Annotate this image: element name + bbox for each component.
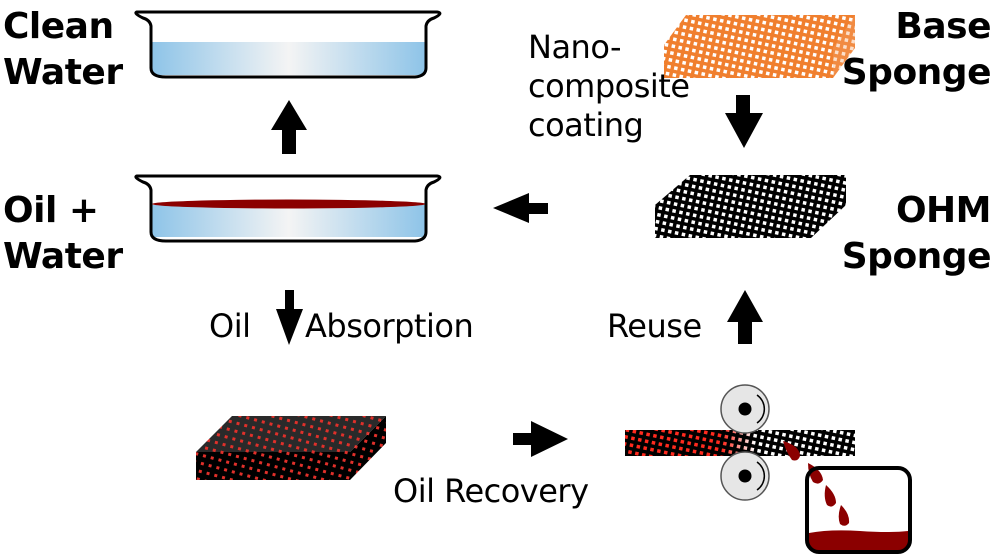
container-outline — [805, 466, 912, 554]
clean-water-fill — [152, 42, 425, 75]
label-base-sponge: Base Sponge — [841, 4, 992, 96]
label-line: composite — [528, 67, 690, 105]
oil-collection-container — [805, 466, 912, 554]
label-line: Water — [3, 52, 123, 93]
arrow-up-icon — [271, 100, 307, 154]
label-line: OHM — [895, 190, 992, 231]
water-layer — [152, 205, 425, 237]
oil-drop — [838, 505, 850, 526]
arrow-left-icon — [493, 193, 548, 223]
collected-oil — [809, 530, 908, 550]
top-roller — [720, 384, 770, 434]
label-nanocomposite-coating: Nano- composite coating — [528, 28, 690, 145]
oil-layer — [152, 199, 426, 209]
dish-outline — [134, 174, 442, 243]
label-absorption: Absorption — [305, 307, 474, 345]
arrow-down-icon — [725, 95, 763, 148]
label-clean-water: Clean Water — [3, 4, 123, 96]
label-line: Nano- — [528, 28, 622, 66]
base-sponge-body — [664, 15, 855, 78]
oil-drop — [783, 441, 800, 461]
oil-soaked-sponge — [196, 416, 386, 480]
label-line: coating — [528, 106, 644, 144]
dish-outline — [134, 10, 442, 79]
label-line: Base — [895, 6, 991, 47]
label-oil-water: Oil + Water — [3, 188, 123, 280]
bottom-roller — [720, 451, 770, 501]
arrow-right-icon — [513, 421, 568, 457]
squeezed-sponge-strip — [625, 430, 855, 456]
oil-drops — [783, 441, 850, 526]
soaked-sponge-top — [196, 416, 386, 452]
ohm-sponge — [655, 175, 846, 238]
oil-water-dish — [134, 174, 442, 243]
label-line: Sponge — [841, 236, 992, 277]
oily-strip — [625, 430, 755, 456]
clean-water-dish — [134, 10, 442, 79]
soaked-sponge-front — [196, 452, 350, 480]
base-sponge — [664, 15, 855, 78]
label-line: Clean — [3, 6, 114, 47]
base-sponge-side — [833, 15, 855, 78]
label-oil-recovery: Oil Recovery — [393, 472, 589, 510]
label-reuse: Reuse — [607, 307, 702, 345]
label-line: Sponge — [841, 52, 992, 93]
oil-drop — [824, 485, 836, 507]
label-line: Water — [3, 236, 123, 277]
arrow-down-icon — [276, 290, 303, 345]
label-ohm-sponge: OHM Sponge — [841, 188, 992, 280]
arrow-up-icon — [727, 290, 763, 344]
label-oil: Oil — [209, 307, 251, 345]
label-line: Oil + — [3, 190, 99, 231]
soaked-sponge-side — [350, 416, 386, 480]
